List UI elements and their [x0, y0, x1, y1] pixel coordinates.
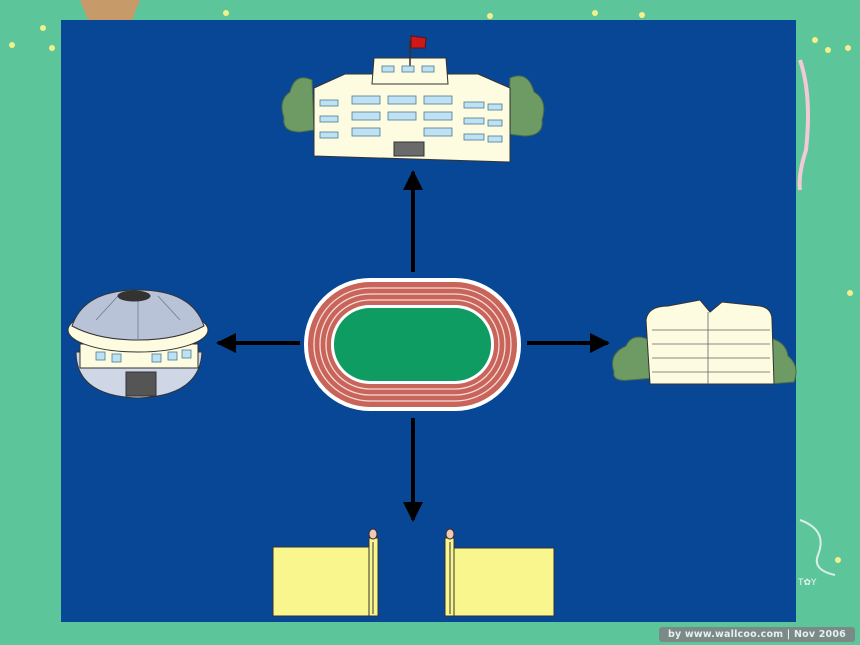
bulb-light: [835, 557, 841, 563]
stairs: [125, 371, 157, 397]
school-gate-icon: [272, 528, 555, 617]
running-track-icon: [304, 278, 521, 411]
bulb-light: [487, 13, 493, 19]
school-building-icon: [281, 35, 545, 163]
flag: [410, 35, 427, 49]
bulb-light: [592, 10, 598, 16]
bunny-ear: [797, 59, 810, 191]
domed-stadium-icon: [67, 289, 209, 399]
bulb-light: [40, 25, 46, 31]
bulb-light: [825, 47, 831, 53]
bulb-light: [49, 45, 55, 51]
entrance: [393, 141, 425, 157]
bulb-light: [845, 45, 851, 51]
tree-trunk: [80, 0, 140, 20]
vine: [799, 519, 836, 576]
bg-scribble: T✿Y: [797, 578, 817, 588]
apartment-building-icon: [612, 299, 797, 385]
bush: [281, 77, 315, 133]
bulb-light: [9, 42, 15, 48]
bulb-light: [847, 290, 853, 296]
bush: [507, 75, 545, 137]
watermark: by www.wallcoo.com | Nov 2006: [659, 627, 855, 642]
bush: [769, 337, 797, 385]
bush: [612, 336, 655, 381]
bulb-light: [223, 10, 229, 16]
bulb-light: [639, 12, 645, 18]
bulb-light: [812, 37, 818, 43]
